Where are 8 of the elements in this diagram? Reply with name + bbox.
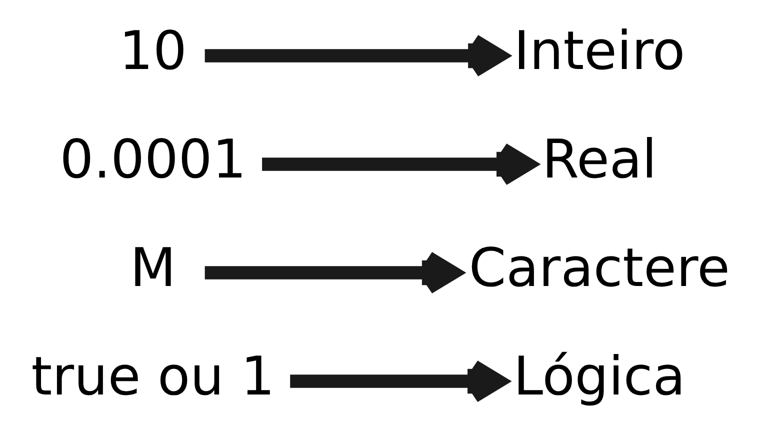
node-text: Lógica (513, 345, 686, 408)
node-text: true ou 1 (31, 345, 275, 408)
node-text: 10 (119, 20, 187, 82)
node-text: Inteiro (514, 20, 686, 82)
node-text: Real (542, 128, 657, 190)
node-text: Caractere (468, 236, 730, 299)
node-text: 0.0001 (60, 128, 246, 190)
node-text: M (130, 236, 176, 299)
